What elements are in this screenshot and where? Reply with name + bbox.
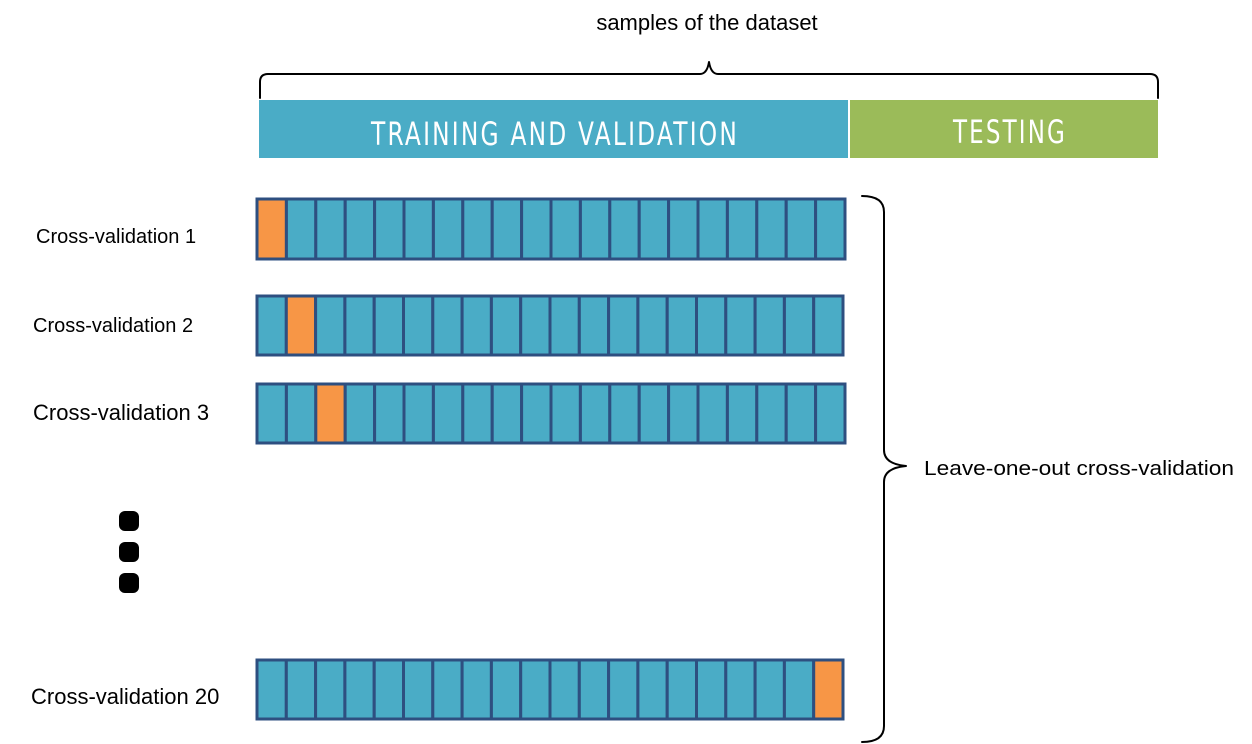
side-label: Leave-one-out cross-validation [924,458,1234,480]
training-fold-cell [519,658,552,721]
training-fold-cell [784,197,818,261]
training-fold-cell [255,294,288,357]
training-fold-cell [431,382,465,445]
training-fold-cell [665,658,699,721]
samples-label: samples of the dataset [596,10,817,35]
training-fold-cell [314,658,347,721]
training-fold-cell [460,658,493,721]
training-fold-cell [284,382,318,445]
training-fold-cell [343,197,377,261]
training-banner [259,100,848,158]
training-fold-cell [255,658,288,721]
training-fold-cell [753,658,786,721]
training-fold-cell [520,197,553,261]
row-label-20: Cross-validation 20 [31,684,219,709]
training-fold-cell [724,658,757,721]
training-fold-cell [402,658,435,721]
vertical-ellipsis-icon [119,511,139,593]
training-fold-cell [577,658,611,721]
training-fold-cell [460,294,493,357]
training-fold-cell [637,197,671,261]
training-fold-cell [577,294,611,357]
training-fold-cell [724,294,757,357]
training-fold-cell [402,197,435,261]
training-fold-cell [314,294,347,357]
training-fold-cell [695,294,728,357]
training-fold-cell [549,382,582,445]
training-fold-cell [782,294,816,357]
training-fold-cell [755,382,788,445]
training-fold-cell [489,658,523,721]
training-fold-cell [636,294,669,357]
training-fold-cell [431,294,464,357]
training-fold-cell [284,658,318,721]
training-fold-cell [373,382,406,445]
training-fold-cell [667,382,700,445]
row-label-1: Cross-validation 1 [36,226,196,248]
training-fold-cell [725,382,759,445]
training-fold-cell [608,382,641,445]
held-out-fold-cell [284,294,318,357]
fold-row-3 [255,382,847,445]
training-fold-cell [343,294,376,357]
training-fold-cell [755,197,788,261]
training-fold-cell [373,197,406,261]
training-fold-cell [814,197,847,261]
training-fold-cell [489,294,523,357]
training-fold-cell [490,382,524,445]
training-fold-cell [725,197,759,261]
testing-banner [850,100,1158,158]
training-fold-cell [753,294,786,357]
fold-row-20 [255,658,845,721]
training-fold-cell [578,382,612,445]
training-fold-cell [520,382,553,445]
training-fold-cell [284,197,318,261]
held-out-fold-cell [255,197,288,261]
training-fold-cell [314,197,347,261]
training-fold-cell [695,658,728,721]
training-fold-cell [461,197,494,261]
training-fold-cell [665,294,699,357]
training-fold-cell [636,658,669,721]
training-fold-cell [402,294,435,357]
fold-row-2 [255,294,845,357]
row-label-3: Cross-validation 3 [33,400,209,425]
training-fold-cell [402,382,435,445]
rows-brace [861,195,907,743]
training-fold-cell [372,294,406,357]
training-fold-cell [812,294,845,357]
dataset-brace [259,61,1159,99]
training-fold-cell [343,382,377,445]
training-fold-cell [696,382,729,445]
training-fold-cell [637,382,671,445]
training-fold-cell [548,658,581,721]
training-fold-cell [372,658,406,721]
training-banner-label: TRAINING AND VALIDATION [370,115,739,153]
training-fold-cell [461,382,494,445]
row-label-2: Cross-validation 2 [33,315,193,337]
held-out-fold-cell [314,382,347,445]
training-fold-cell [696,197,729,261]
training-fold-cell [343,658,376,721]
training-fold-cell [667,197,700,261]
training-fold-cell [549,197,582,261]
held-out-fold-cell [812,658,845,721]
training-fold-cell [782,658,816,721]
training-fold-cell [607,294,640,357]
training-fold-cell [431,197,465,261]
training-fold-cell [607,658,640,721]
training-fold-cell [578,197,612,261]
training-fold-cell [608,197,641,261]
training-fold-cell [255,382,288,445]
testing-banner-label: TESTING [952,113,1067,151]
training-fold-cell [548,294,581,357]
training-fold-cell [784,382,818,445]
training-fold-cell [490,197,524,261]
training-fold-cell [814,382,847,445]
training-fold-cell [431,658,464,721]
training-fold-cell [519,294,552,357]
fold-row-1 [255,197,847,261]
